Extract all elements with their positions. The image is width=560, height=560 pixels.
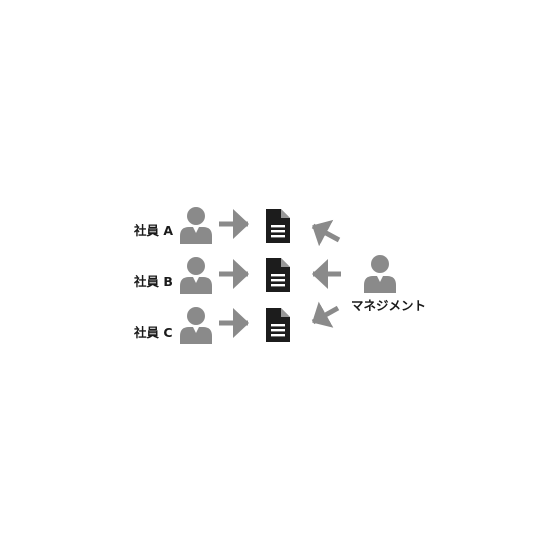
employee-c-person-icon — [180, 307, 212, 344]
document-icon — [266, 308, 290, 342]
document-icon — [266, 258, 290, 292]
employee-a-label: 社員 A — [133, 223, 173, 238]
employee-b-label: 社員 B — [133, 274, 173, 289]
management-person-icon — [364, 255, 396, 293]
arrow-icon — [311, 219, 341, 247]
document-icon — [266, 209, 290, 243]
employee-a-person-icon — [180, 207, 212, 244]
management-label: マネジメント — [351, 298, 426, 313]
employee-b-person-icon — [180, 257, 212, 294]
arrow-icon — [311, 301, 340, 328]
employee-c-label: 社員 C — [133, 325, 173, 340]
